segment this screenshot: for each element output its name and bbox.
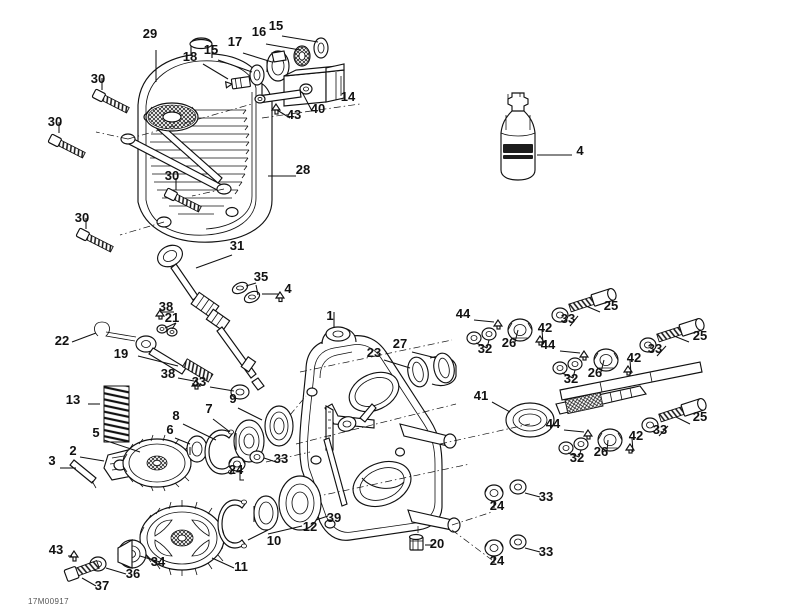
- callout-24c: 24: [490, 553, 505, 568]
- callout-16: 16: [252, 24, 266, 39]
- callout-43b: 43: [49, 542, 63, 557]
- tensioner-rod: [157, 244, 286, 391]
- callout-18: 18: [183, 49, 197, 64]
- callout-33g: 33: [539, 544, 553, 559]
- callout-33d: 33: [653, 422, 667, 437]
- callout-labels: 29 15 16 17 15 18 14 40 43 30 30 30 30 2…: [48, 18, 707, 593]
- drain-plug: [408, 533, 432, 551]
- callout-38a: 38: [159, 299, 173, 314]
- callout-35: 35: [254, 269, 268, 284]
- callout-7: 7: [205, 401, 212, 416]
- chaincase-oil-bottle: [500, 92, 572, 181]
- callout-22: 22: [55, 333, 69, 348]
- callout-9: 9: [229, 391, 236, 406]
- tensioner-bracket: [254, 63, 346, 119]
- chaincase-housing: [295, 312, 703, 561]
- callout-4a: 4: [576, 143, 584, 158]
- callout-32c: 32: [570, 450, 584, 465]
- bolt-kit-3: [558, 397, 707, 458]
- callout-26a: 26: [502, 335, 516, 350]
- callout-17: 17: [228, 34, 242, 49]
- upper-sprocket: [103, 434, 208, 492]
- sheet-code: 17M00917: [28, 597, 69, 606]
- callout-6: 6: [166, 422, 173, 437]
- callout-30d: 30: [75, 210, 89, 225]
- callout-24b: 24: [490, 498, 505, 513]
- callout-36: 36: [126, 566, 140, 581]
- callout-28: 28: [296, 162, 310, 177]
- drive-chain: [88, 385, 130, 443]
- callout-31: 31: [230, 238, 244, 253]
- callout-27: 27: [393, 336, 407, 351]
- callout-37: 37: [95, 578, 109, 593]
- callout-25b: 25: [693, 328, 707, 343]
- callout-25a: 25: [604, 298, 618, 313]
- callout-43: 43: [287, 107, 301, 122]
- callout-29: 29: [143, 26, 157, 41]
- callout-20: 20: [430, 536, 444, 551]
- callout-38b: 38: [161, 366, 175, 381]
- callout-34: 34: [151, 554, 166, 569]
- callout-42c: 42: [629, 428, 643, 443]
- callout-15b: 15: [204, 42, 218, 57]
- callout-1: 1: [326, 308, 333, 323]
- housing-nuts: [484, 479, 541, 563]
- callout-41: 41: [474, 388, 488, 403]
- upper-bearing: [182, 395, 311, 481]
- callout-33c: 33: [648, 341, 662, 356]
- callout-33b: 33: [561, 311, 575, 326]
- callout-26c: 26: [594, 444, 608, 459]
- tensioner-arm: [71, 308, 250, 400]
- callout-42b: 42: [627, 350, 641, 365]
- housing-seals: [383, 351, 457, 388]
- callout-30c: 30: [165, 168, 179, 183]
- callout-5: 5: [92, 425, 99, 440]
- callout-26b: 26: [588, 365, 602, 380]
- callout-25c: 25: [693, 409, 707, 424]
- callout-14: 14: [341, 89, 356, 104]
- callout-4b: 4: [284, 281, 292, 296]
- callout-40: 40: [311, 101, 325, 116]
- callout-21: 21: [165, 310, 179, 325]
- callout-44c: 44: [546, 416, 561, 431]
- callout-15: 15: [269, 18, 283, 33]
- callout-32a: 32: [478, 341, 492, 356]
- callout-33e: 33: [274, 451, 288, 466]
- callout-10: 10: [267, 533, 281, 548]
- callout-32b: 32: [564, 371, 578, 386]
- callout-33a: 33: [192, 374, 206, 389]
- callout-8: 8: [172, 408, 179, 423]
- callout-33f: 33: [539, 489, 553, 504]
- bolt-kit-1: [466, 287, 617, 349]
- callout-12: 12: [303, 519, 317, 534]
- cover-bolts: [47, 78, 202, 253]
- callout-13: 13: [66, 392, 80, 407]
- callout-11: 11: [234, 559, 248, 574]
- callout-44a: 44: [456, 306, 471, 321]
- callout-2: 2: [69, 443, 76, 458]
- callout-23: 23: [367, 345, 381, 360]
- lower-sprocket: [63, 500, 235, 587]
- tensioner-hardware: [202, 35, 329, 90]
- callout-24a: 24: [229, 462, 244, 477]
- callout-42a: 42: [538, 320, 552, 335]
- callout-30b: 30: [48, 114, 62, 129]
- lower-bearing: [217, 475, 329, 549]
- bolt-kit-2: [552, 317, 705, 379]
- callout-3: 3: [48, 453, 55, 468]
- callout-19: 19: [114, 346, 128, 361]
- callout-44b: 44: [541, 337, 556, 352]
- callout-30a: 30: [91, 71, 105, 86]
- callout-39: 39: [327, 510, 341, 525]
